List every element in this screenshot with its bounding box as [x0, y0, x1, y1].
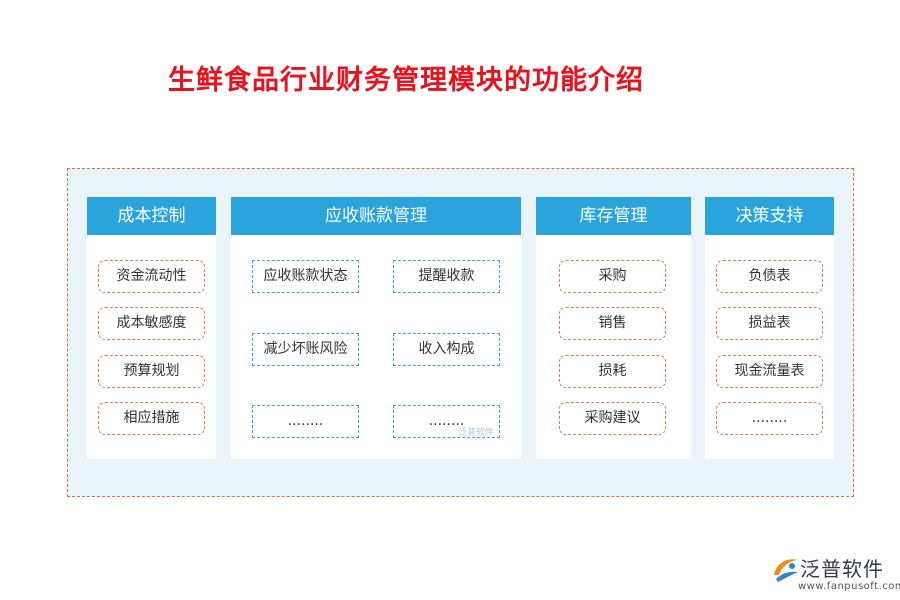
- panel-inventory: 库存管理 采购 销售 损耗 采购建议: [536, 197, 691, 459]
- watermark: 泛普软件: [458, 428, 495, 438]
- decision-item-cash-flow: 现金流量表: [716, 355, 823, 388]
- page-title: 生鲜食品行业财务管理模块的功能介绍: [168, 65, 644, 96]
- inventory-item-purchase-advice: 采购建议: [559, 402, 666, 435]
- logo-url: www.fanpusoft.com: [798, 581, 900, 592]
- receivable-item-income: 收入构成: [393, 333, 500, 366]
- decision-item-more: ........: [716, 402, 823, 435]
- inventory-item-loss: 损耗: [559, 355, 666, 388]
- receivable-item-bad-debt: 减少坏账风险: [252, 333, 359, 366]
- cost-item-budget: 预算规划: [98, 355, 205, 388]
- inventory-item-sales: 销售: [559, 307, 666, 340]
- panel-header-receivable: 应收账款管理: [231, 197, 521, 235]
- decision-item-balance-sheet: 负债表: [716, 260, 823, 293]
- panel-header-cost-control: 成本控制: [87, 197, 216, 235]
- panel-header-decision: 决策支持: [705, 197, 834, 235]
- panel-header-inventory: 库存管理: [536, 197, 691, 235]
- receivable-item-more-1: ........: [252, 405, 359, 438]
- cost-item-measures: 相应措施: [98, 402, 205, 435]
- panel-decision: 决策支持 负债表 损益表 现金流量表 ........: [705, 197, 834, 459]
- inventory-item-purchase: 采购: [559, 260, 666, 293]
- decision-item-income-statement: 损益表: [716, 307, 823, 340]
- cost-item-liquidity: 资金流动性: [98, 260, 205, 293]
- receivable-item-status: 应收账款状态: [252, 260, 359, 293]
- panel-cost-control: 成本控制 资金流动性 成本敏感度 预算规划 相应措施: [87, 197, 216, 459]
- cost-item-sensitivity: 成本敏感度: [98, 307, 205, 340]
- panel-receivable: 应收账款管理 应收账款状态 提醒收款 减少坏账风险 收入构成 ........ …: [231, 197, 521, 459]
- receivable-item-reminder: 提醒收款: [393, 260, 500, 293]
- fanpu-logo-icon: [774, 559, 798, 582]
- logo-name: 泛普软件: [800, 557, 884, 581]
- receivable-item-more-2: ........: [393, 405, 500, 438]
- brand-logo: 泛普软件 www.fanpusoft.com: [770, 553, 900, 597]
